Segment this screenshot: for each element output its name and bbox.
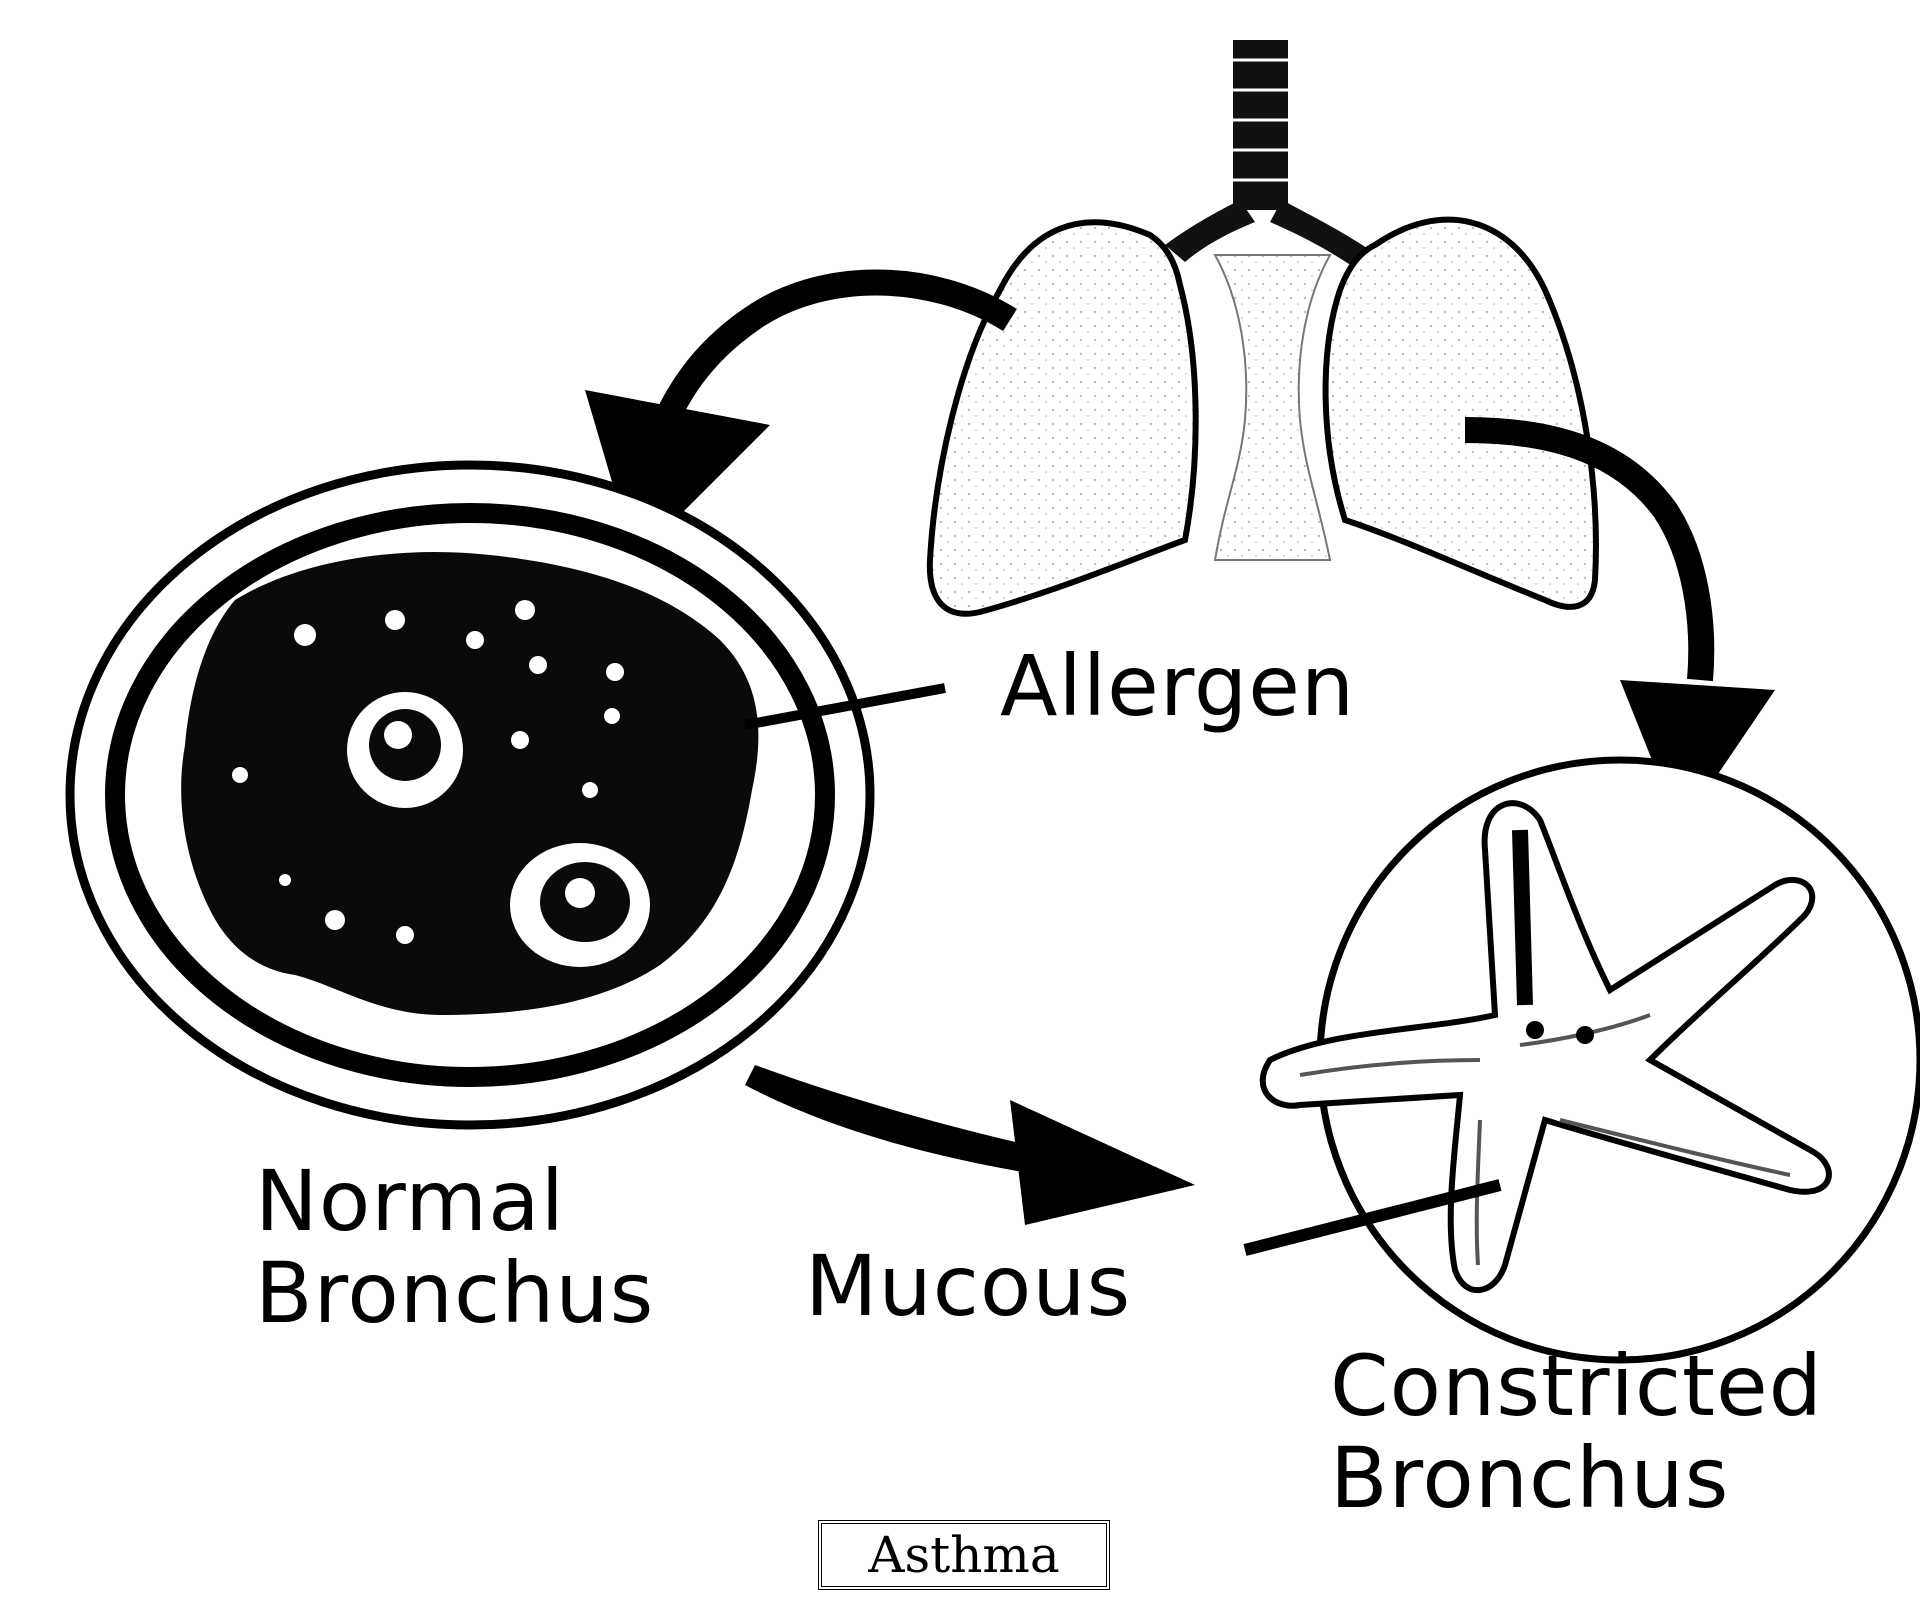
constricted-bronchus-label: Constricted Bronchus xyxy=(1330,1340,1823,1524)
arrow-normal-to-constricted xyxy=(745,1065,1195,1225)
constricted-bronchus-label-line2: Bronchus xyxy=(1330,1432,1823,1524)
mediastinum xyxy=(1215,255,1330,560)
figure-caption: Asthma xyxy=(818,1520,1110,1590)
constricted-bronchus-label-line1: Constricted xyxy=(1330,1340,1823,1432)
mucous-label: Mucous xyxy=(805,1240,1131,1332)
allergen-label: Allergen xyxy=(1000,640,1355,732)
left-lung xyxy=(930,222,1196,613)
normal-bronchus-label-line2: Bronchus xyxy=(255,1247,654,1339)
trachea xyxy=(1233,40,1288,210)
normal-bronchus-label-line1: Normal xyxy=(255,1155,654,1247)
normal-bronchus-label: Normal Bronchus xyxy=(255,1155,654,1339)
mucus-mass xyxy=(181,552,758,1015)
right-lung xyxy=(1326,220,1596,607)
constricted-bronchus xyxy=(1263,760,1920,1360)
normal-bronchus xyxy=(70,465,870,1125)
